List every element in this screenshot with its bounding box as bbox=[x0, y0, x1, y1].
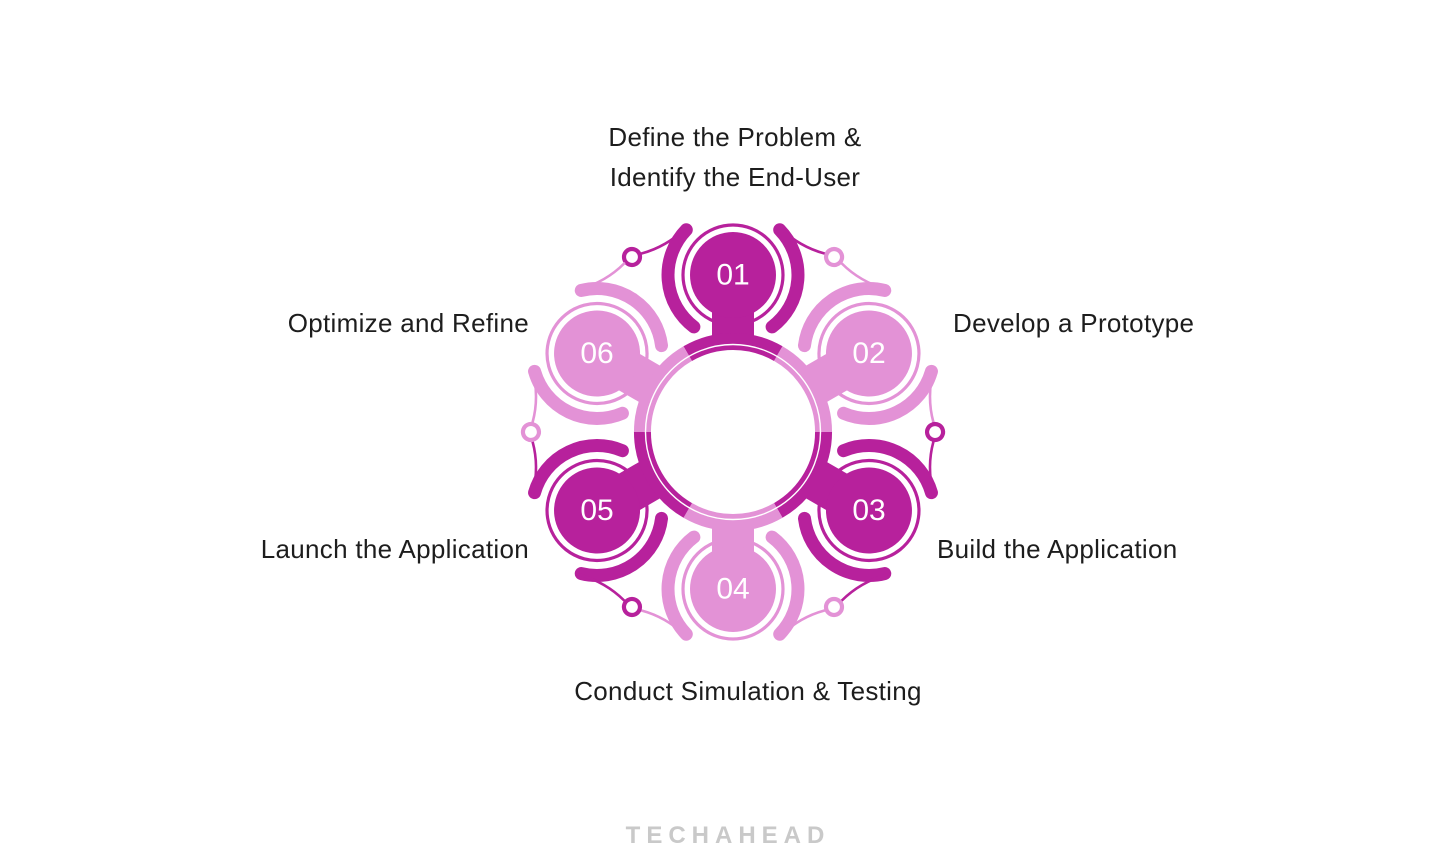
step-connector-next bbox=[578, 262, 626, 291]
step-connector-prev bbox=[778, 609, 826, 638]
step-label-05: Launch the Application bbox=[260, 534, 529, 564]
step-bracket-arc-left bbox=[837, 439, 938, 500]
step-connector-prev bbox=[531, 369, 538, 424]
step-bracket-arc-left bbox=[661, 223, 701, 334]
step-label-06: Optimize and Refine bbox=[287, 308, 529, 338]
step-connector-next bbox=[531, 440, 538, 495]
step-connector-next bbox=[640, 609, 688, 638]
step-connector-next bbox=[778, 226, 826, 255]
link-node bbox=[520, 421, 542, 443]
step-bracket-arc-left bbox=[797, 282, 892, 353]
step-circle-03 bbox=[825, 467, 912, 554]
center-ring-segment bbox=[773, 346, 833, 433]
step-bracket-arc-right bbox=[797, 511, 892, 582]
step-connector-prev bbox=[928, 440, 935, 495]
step-group-04 bbox=[640, 502, 845, 641]
center-ring-segment bbox=[773, 431, 833, 518]
step-group-03 bbox=[773, 421, 946, 602]
step-number-06: 06 bbox=[580, 337, 613, 370]
center-ring-segment bbox=[633, 431, 693, 518]
step-circle-04 bbox=[690, 546, 776, 632]
step-circle-02 bbox=[825, 310, 912, 397]
step-bracket-arc-right bbox=[528, 439, 629, 500]
step-bracket-arc-left bbox=[765, 530, 805, 641]
step-bracket-arc-left bbox=[528, 364, 629, 425]
step-connector-prev bbox=[840, 262, 888, 291]
link-node bbox=[823, 596, 845, 618]
step-number-02: 02 bbox=[852, 337, 885, 370]
link-node bbox=[621, 596, 643, 618]
link-node bbox=[924, 421, 946, 443]
step-group-02 bbox=[773, 246, 938, 433]
step-group-05 bbox=[528, 431, 693, 618]
step-group-01 bbox=[621, 223, 826, 362]
step-connector-next bbox=[928, 369, 935, 424]
step-bracket-arc-right bbox=[661, 530, 701, 641]
step-number-03: 03 bbox=[852, 494, 885, 527]
step-label-02: Develop a Prototype bbox=[953, 308, 1195, 338]
center-ring-segment bbox=[683, 502, 783, 532]
step-bracket-arc-right bbox=[765, 223, 805, 334]
step-label-04: Conduct Simulation & Testing bbox=[574, 676, 922, 706]
step-label-03: Build the Application bbox=[937, 534, 1178, 564]
link-node bbox=[621, 246, 643, 268]
step-bracket-arc-right bbox=[574, 282, 669, 353]
step-connector-next bbox=[840, 573, 888, 602]
step-circle-06 bbox=[554, 310, 641, 397]
step-group-06 bbox=[520, 262, 693, 443]
step-circle-01 bbox=[690, 232, 776, 318]
step-number-05: 05 bbox=[580, 494, 613, 527]
step-bracket-arc-right bbox=[837, 364, 938, 425]
center-ring-inner-line bbox=[644, 343, 822, 521]
center-ring-segment bbox=[633, 346, 693, 433]
step-connector-prev bbox=[578, 573, 626, 602]
step-label-01: Define the Problem & Identify the End-Us… bbox=[608, 122, 862, 192]
step-number-01: 01 bbox=[716, 259, 749, 292]
center-ring-segment bbox=[683, 332, 783, 362]
step-connector-prev bbox=[640, 226, 688, 255]
step-number-04: 04 bbox=[716, 573, 749, 606]
step-circle-05 bbox=[554, 467, 641, 554]
techahead-logo: TECHAHEAD bbox=[625, 822, 831, 849]
step-bracket-arc-left bbox=[574, 511, 669, 582]
link-node bbox=[823, 246, 845, 268]
